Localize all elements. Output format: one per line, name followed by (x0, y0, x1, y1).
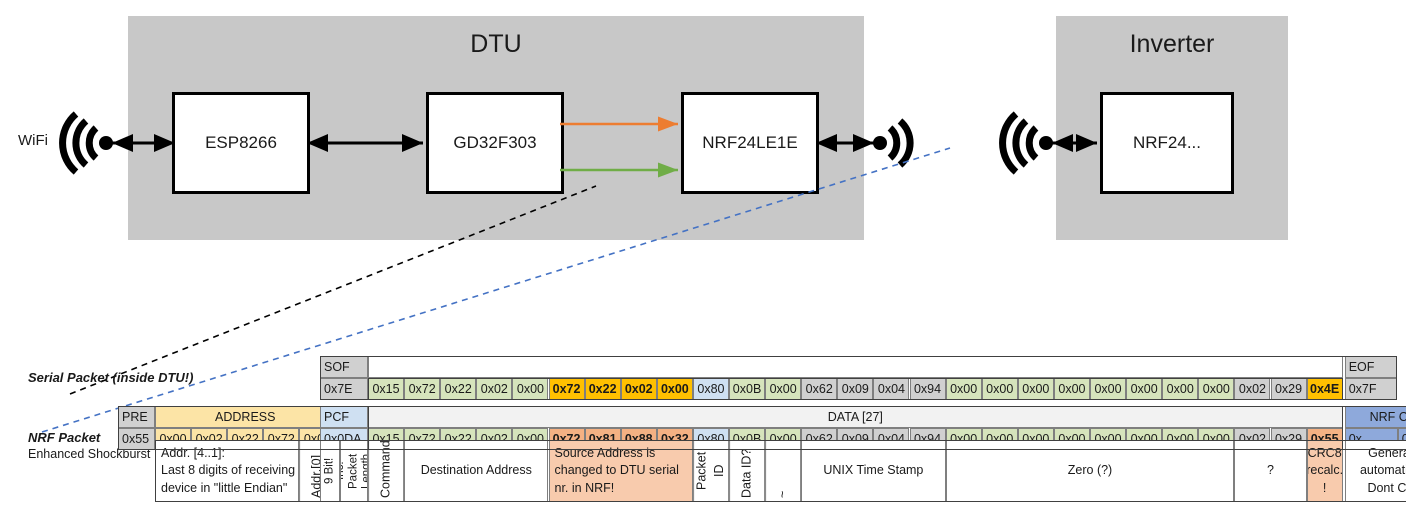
nrf-header-pre: PRE (118, 406, 155, 428)
inverter-enclosure: Inverter (1056, 16, 1288, 240)
serial-byte-5: 0x72 (548, 378, 585, 400)
nrf-header-data: DATA [27] (368, 406, 1343, 428)
note-crc8: CRC8 recalc. ! (1306, 440, 1343, 502)
nrf-pre-value: 0x55 (118, 428, 155, 450)
note-question: ? (1234, 440, 1307, 502)
note-data-id: Data ID? (729, 440, 766, 502)
chip-esp8266-label: ESP8266 (205, 133, 277, 152)
note-address: Addr. [4..1]: Last 8 digits of receiving… (155, 440, 300, 502)
serial-byte-24: 0x02 (1234, 378, 1271, 400)
inverter-title: Inverter (1129, 30, 1215, 58)
serial-byte-17: 0x00 (981, 378, 1018, 400)
dtu-title: DTU (470, 30, 522, 58)
serial-byte-1: 0x72 (404, 378, 441, 400)
note-nrf-crc: Generated automatically. Dont Care! (1344, 440, 1406, 502)
note-pcf-length: Inc. Packet Length (340, 440, 368, 502)
chip-esp8266[interactable]: ESP8266 (172, 92, 310, 194)
serial-byte-9: 0x80 (692, 378, 729, 400)
serial-byte-21: 0x00 (1126, 378, 1163, 400)
serial-byte-11: 0x00 (765, 378, 802, 400)
note-tilde: ~ (765, 440, 802, 502)
note-command: Command (368, 440, 405, 502)
nrf-header-crc: NRF CRC (1344, 406, 1406, 428)
serial-sof-value: 0x7E (320, 378, 368, 400)
serial-byte-3: 0x02 (476, 378, 513, 400)
serial-header-blank (368, 356, 1343, 378)
note-zero: Zero (?) (945, 440, 1235, 502)
nrf-header-address: ADDRESS (155, 406, 336, 428)
wifi-antenna-icon (59, 111, 113, 175)
serial-byte-7: 0x02 (620, 378, 657, 400)
serial-byte-10: 0x0B (729, 378, 766, 400)
serial-byte-12: 0x62 (801, 378, 838, 400)
serial-byte-22: 0x00 (1162, 378, 1199, 400)
chip-gd32f303[interactable]: GD32F303 (426, 92, 564, 194)
serial-byte-19: 0x00 (1053, 378, 1090, 400)
serial-byte-2: 0x22 (440, 378, 477, 400)
chip-nrf24le1e-label: NRF24LE1E (702, 133, 798, 152)
serial-eof-header: EOF (1344, 356, 1397, 378)
note-pcf-9bit: 9 Bit! (320, 440, 340, 502)
nrf-header-pcf: PCF (320, 406, 368, 428)
serial-eof-value: 0x7F (1344, 378, 1397, 400)
nrf-antenna-icon-inverter (999, 111, 1053, 175)
chip-nrf24le1e[interactable]: NRF24LE1E (681, 92, 819, 194)
serial-byte-15: 0x94 (909, 378, 946, 400)
serial-byte-6: 0x22 (584, 378, 621, 400)
chip-nrf24-label: NRF24... (1132, 133, 1202, 152)
serial-byte-18: 0x00 (1017, 378, 1054, 400)
note-source-address: Source Address is changed to DTU serial … (548, 440, 693, 502)
nrf-antenna-icon-dtu (873, 118, 914, 168)
enhanced-shockburst-label: Enhanced Shockburst (28, 447, 151, 461)
wifi-label: WiFi (18, 132, 48, 149)
serial-byte-0: 0x15 (368, 378, 405, 400)
serial-byte-20: 0x00 (1090, 378, 1127, 400)
serial-byte-13: 0x09 (837, 378, 874, 400)
serial-sof-header: SOF (320, 356, 368, 378)
serial-byte-26: 0x4E (1306, 378, 1343, 400)
serial-byte-23: 0x00 (1198, 378, 1235, 400)
serial-byte-8: 0x00 (656, 378, 693, 400)
serial-byte-4: 0x00 (512, 378, 549, 400)
serial-packet-row-label: Serial Packet (inside DTU!) (28, 370, 194, 385)
serial-byte-25: 0x29 (1270, 378, 1307, 400)
nrf-packet-row-label: NRF Packet (28, 430, 101, 445)
note-packet-id: Packet ID (692, 440, 729, 502)
note-destination-address: Destination Address (404, 440, 549, 502)
note-unix-time-stamp: UNIX Time Stamp (801, 440, 946, 502)
chip-nrf24[interactable]: NRF24... (1100, 92, 1234, 194)
serial-byte-14: 0x04 (873, 378, 910, 400)
serial-byte-16: 0x00 (945, 378, 982, 400)
chip-gd32f303-label: GD32F303 (453, 133, 537, 152)
